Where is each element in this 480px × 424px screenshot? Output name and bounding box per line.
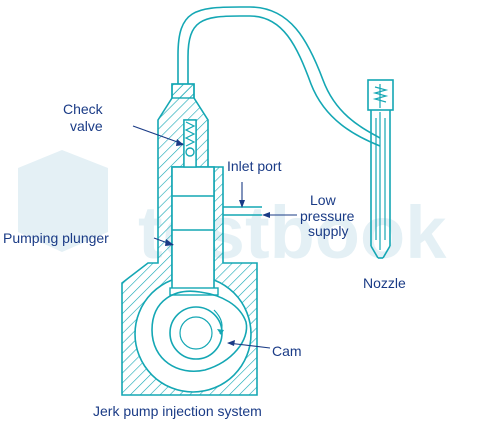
label-check-valve-line2: valve: [70, 118, 103, 134]
label-low-pressure-line3: supply: [308, 223, 348, 239]
label-inlet-port: Inlet port: [227, 158, 282, 174]
diagram-title: Jerk pump injection system: [93, 403, 262, 419]
label-nozzle: Nozzle: [363, 275, 406, 291]
label-cam: Cam: [272, 343, 302, 359]
cam: [151, 290, 248, 372]
pump-body: [121, 83, 258, 396]
delivery-pipe: [177, 6, 381, 147]
label-check-valve-line1: Check: [63, 101, 104, 117]
labels: Check valve Inlet port Low pressure supp…: [3, 101, 406, 419]
nozzle: [367, 79, 394, 259]
label-low-pressure-line1: Low: [310, 192, 337, 208]
leader-lines: [132, 125, 297, 349]
label-low-pressure-line2: pressure: [300, 208, 355, 224]
label-pumping-plunger: Pumping plunger: [3, 230, 109, 246]
check-valve: [184, 121, 196, 157]
